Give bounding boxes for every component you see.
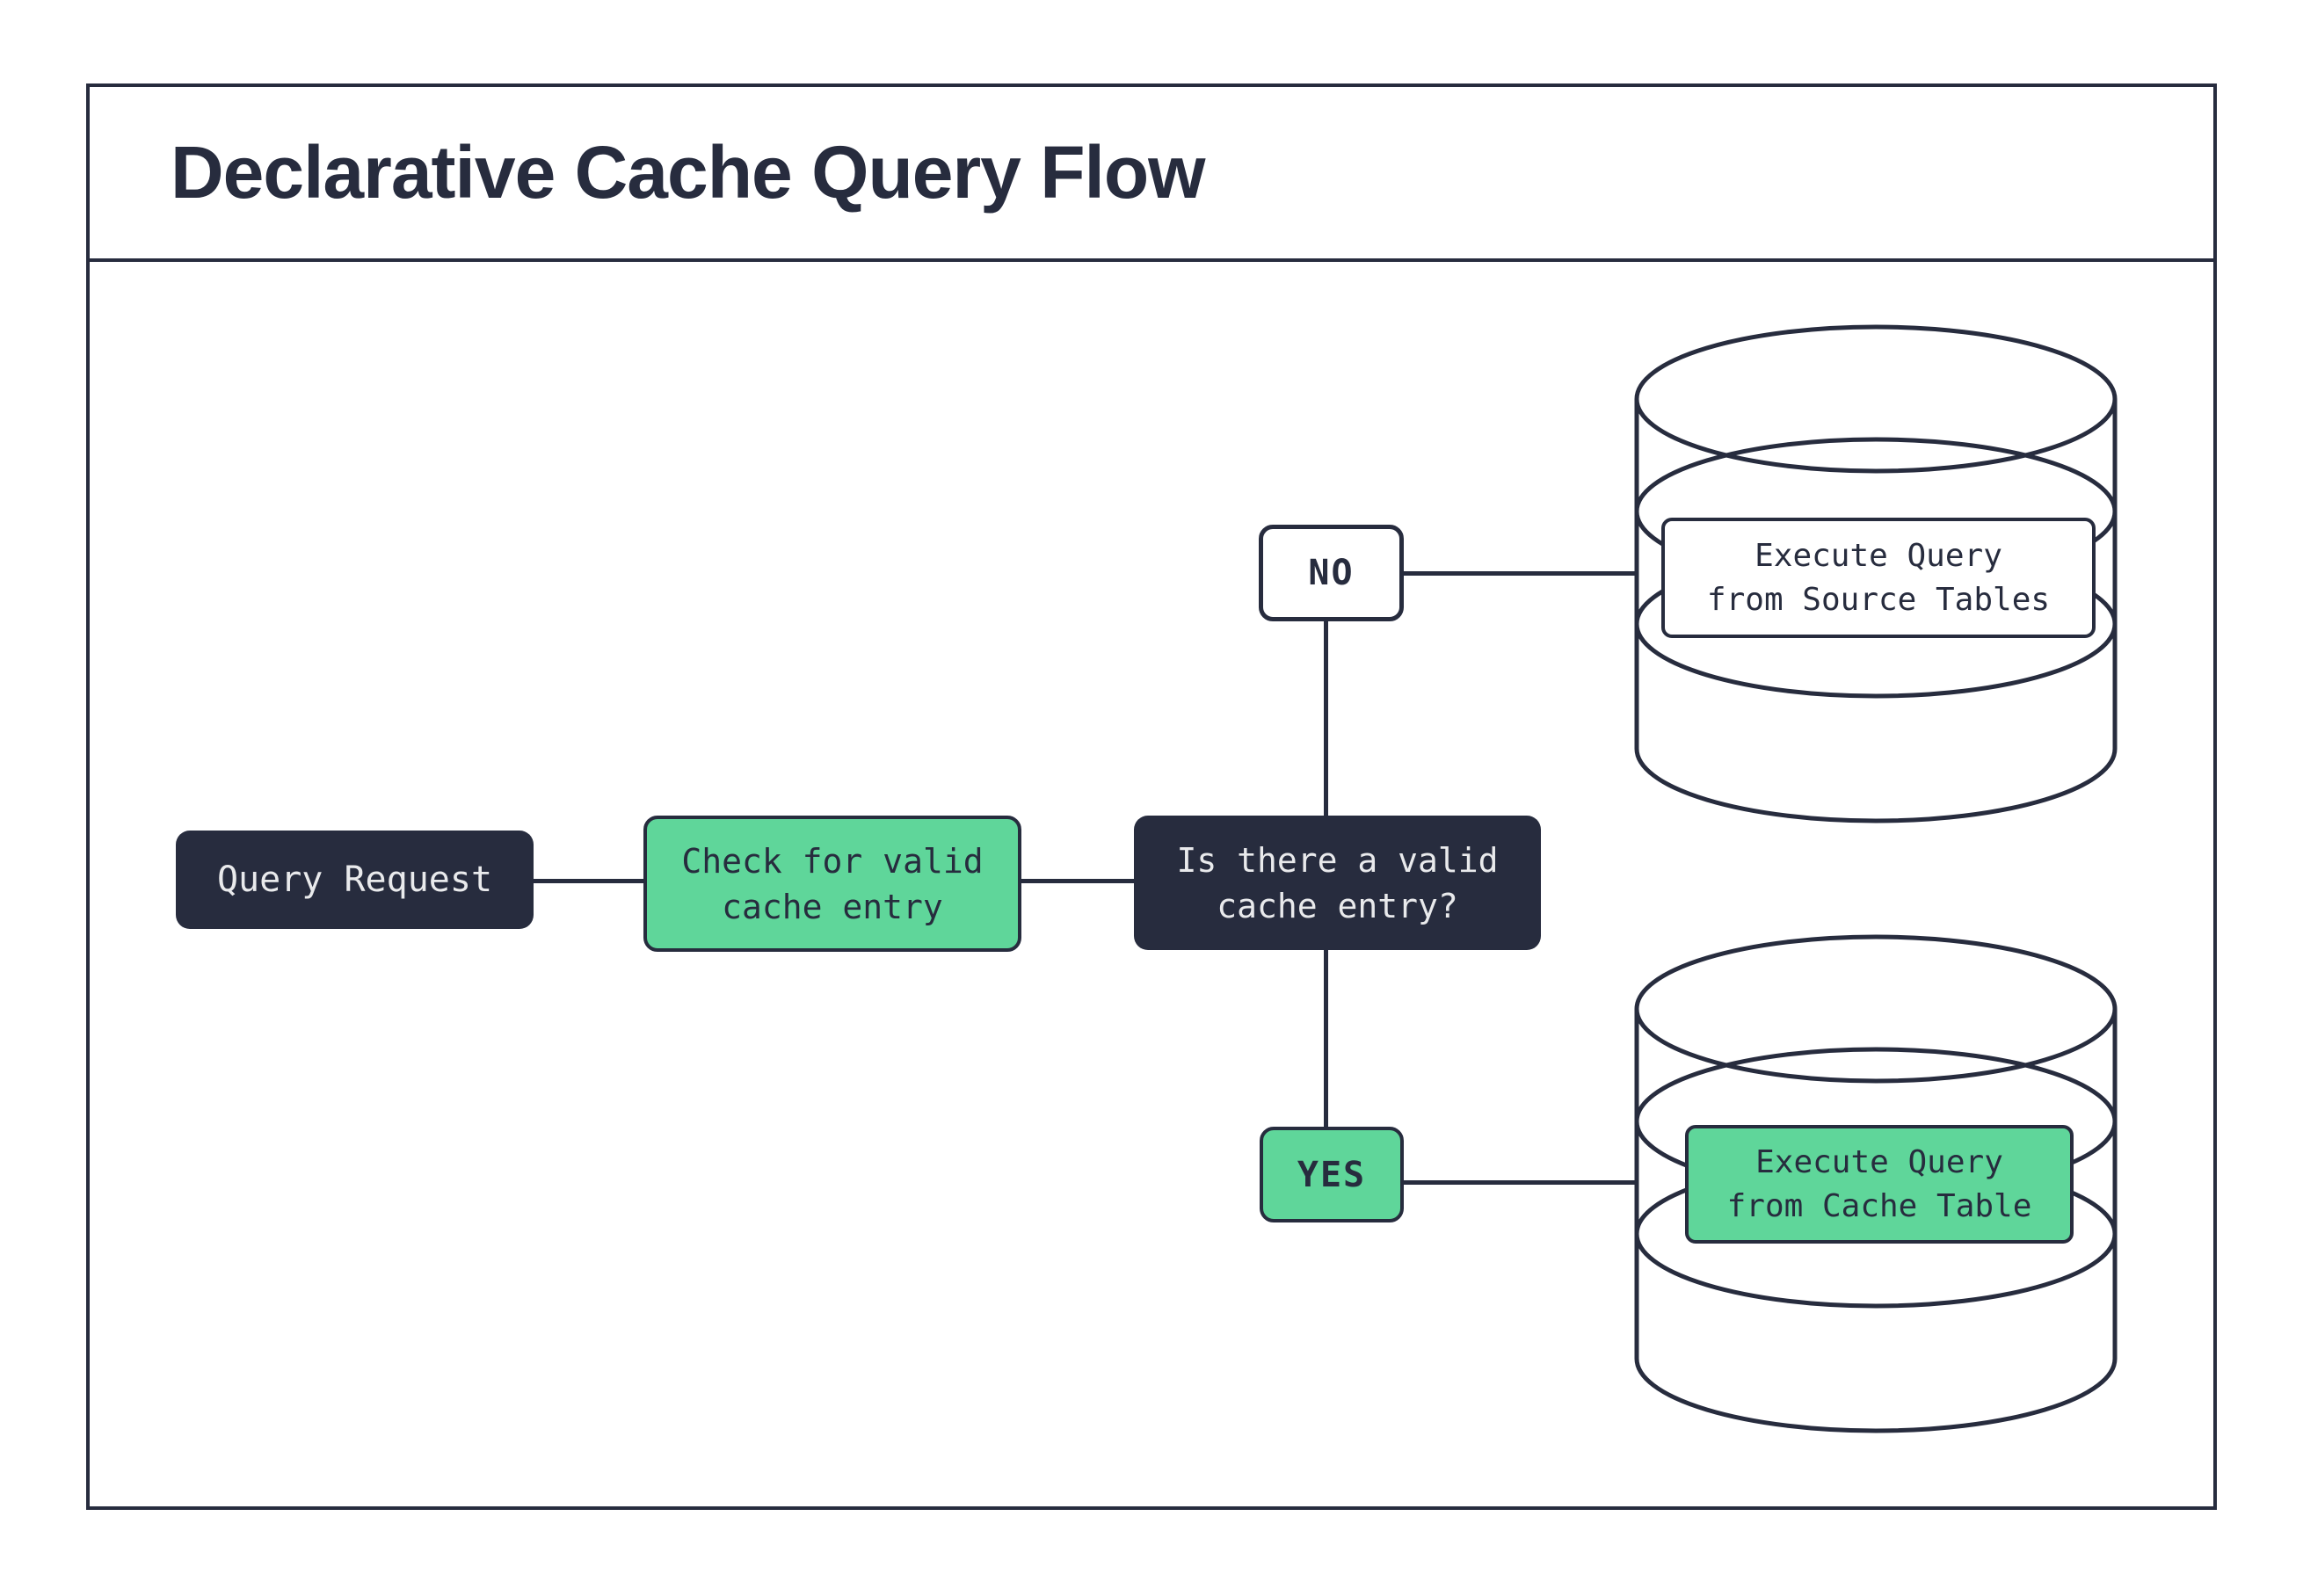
- edge-no-to-source-db: [1402, 571, 1635, 576]
- query-request-node: Query Request: [176, 831, 534, 929]
- edge-query-to-check: [532, 879, 646, 883]
- branch-yes-node: YES: [1260, 1127, 1404, 1222]
- cache-database-cylinder: Execute Query from Cache Table: [1630, 930, 2122, 1436]
- decision-node: Is there a valid cache entry?: [1134, 816, 1541, 950]
- diagram-frame: Declarative Cache Query Flow: [86, 83, 2217, 1510]
- edge-check-to-decision: [1020, 879, 1136, 883]
- cache-db-label: Execute Query from Cache Table: [1685, 1125, 2074, 1244]
- check-cache-node: Check for valid cache entry: [643, 816, 1021, 952]
- page-title: Declarative Cache Query Flow: [171, 131, 1206, 214]
- diagram-header: Declarative Cache Query Flow: [90, 87, 2213, 262]
- edge-yes-to-cache-db: [1402, 1180, 1635, 1185]
- edge-decision-to-no: [1324, 620, 1328, 818]
- branch-no-node: NO: [1259, 525, 1404, 621]
- edge-decision-to-yes: [1324, 948, 1328, 1129]
- source-database-cylinder: Execute Query from Source Tables: [1630, 320, 2122, 826]
- source-db-label: Execute Query from Source Tables: [1661, 518, 2096, 638]
